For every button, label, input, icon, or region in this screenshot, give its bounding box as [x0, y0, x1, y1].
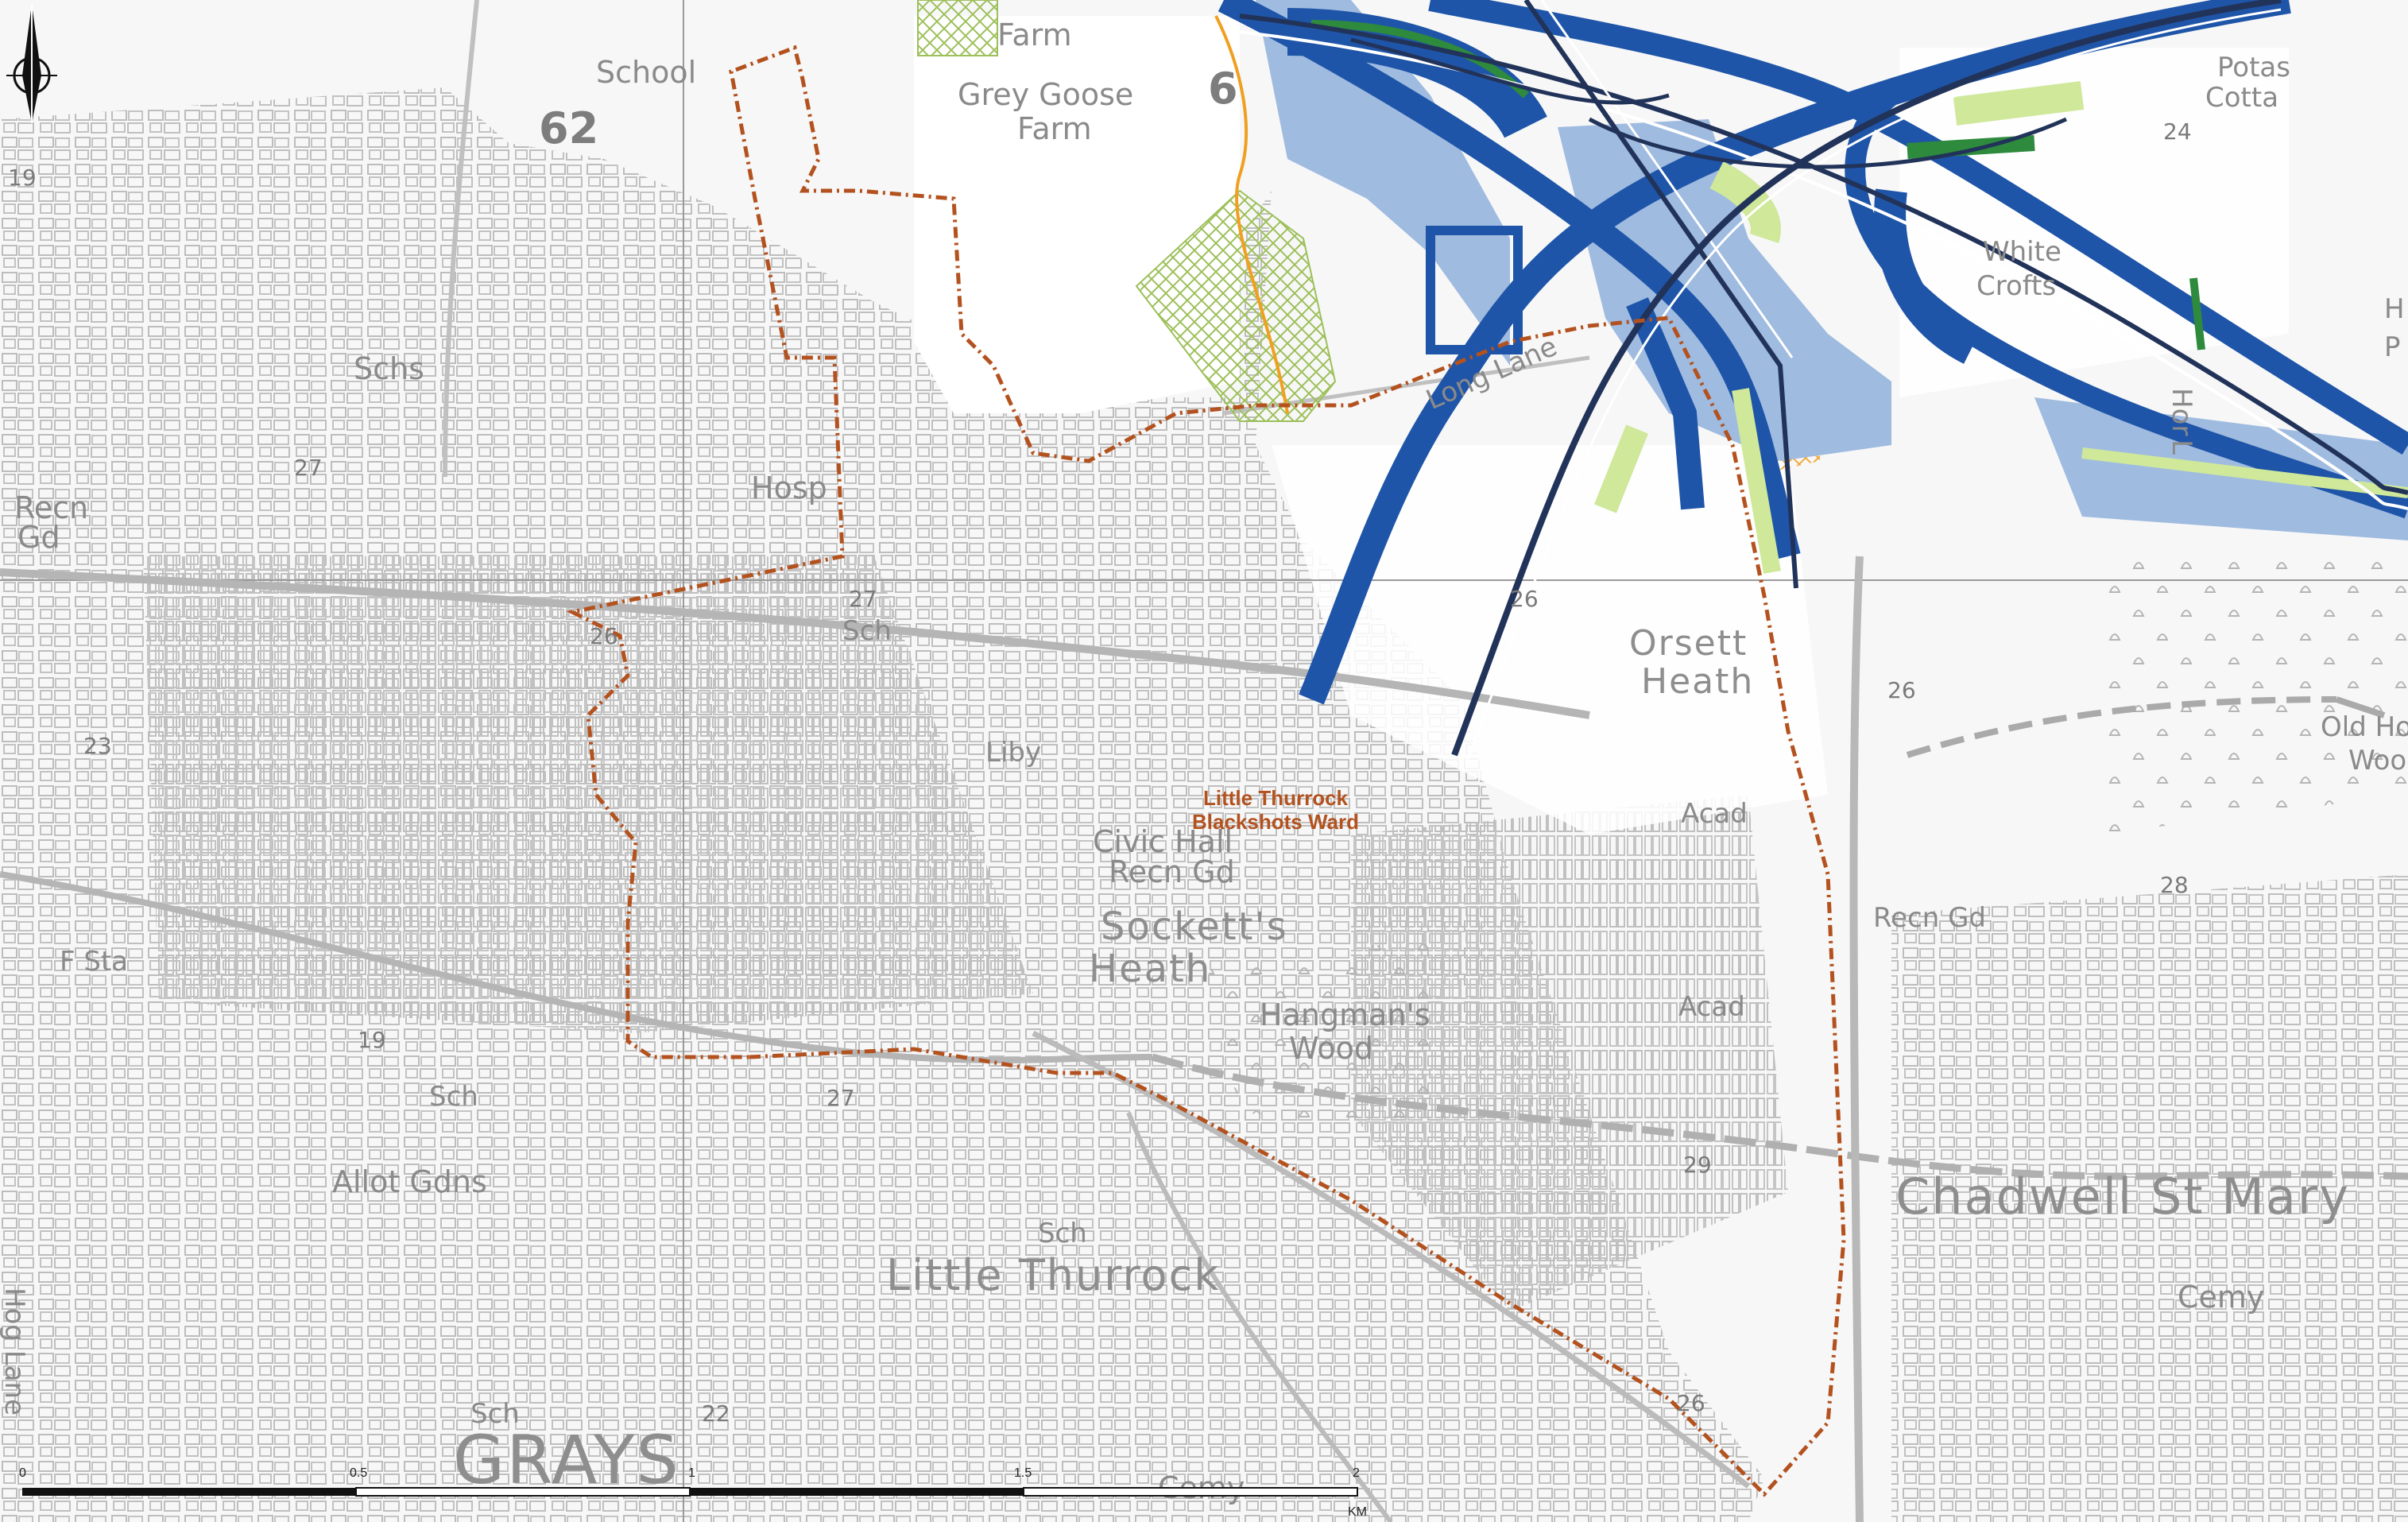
spot-height: 22 — [702, 1400, 730, 1427]
scale-tick-0: 0 — [19, 1466, 26, 1480]
place-label-acad-2: Acad — [1678, 991, 1745, 1023]
place-label-recn-gd-east: Recn Gd — [1873, 902, 1986, 934]
place-label-little-thurrock: Little Thurrock — [886, 1250, 1221, 1300]
place-label-orsett-heath: Heath — [1641, 661, 1755, 702]
place-label-allot-gdns: Allot Gdns — [332, 1164, 487, 1199]
place-label-hangmans-wood: Wood — [1289, 1031, 1373, 1066]
spot-height: 27 — [294, 455, 323, 481]
scale-tick-0-5: 0.5 — [350, 1466, 368, 1480]
place-label-old-house: Old House — [2321, 711, 2408, 743]
place-label-liby: Liby — [985, 737, 1042, 769]
place-label-cemy-right: Cemy — [2178, 1280, 2265, 1315]
spot-height: 24 — [2163, 118, 2192, 145]
grid-number-62: 62 — [539, 103, 599, 153]
place-label-school: School — [596, 55, 697, 90]
road-label-hog-lane: Hog Lane — [0, 1288, 30, 1416]
place-label-sch-grays: Sch — [470, 1398, 520, 1430]
place-label-chadwell-st-mary: Chadwell St Mary — [1895, 1168, 2350, 1226]
place-label-white: White — [1983, 236, 2062, 268]
spot-height: 26 — [590, 623, 618, 649]
place-label-socketts-heath: Heath — [1089, 947, 1212, 991]
spot-height: 26 — [1677, 1390, 1705, 1416]
place-label-civic-hall: Civic Hall — [1093, 824, 1233, 859]
place-label-white-crofts: Crofts — [1976, 270, 2057, 302]
place-label-potash: Potas — [2217, 52, 2290, 83]
spot-height: 27 — [849, 586, 877, 612]
place-label-hangmans: Hangman's — [1260, 997, 1430, 1032]
place-label-h: H — [2384, 293, 2405, 325]
scale-tick-2: 2 — [1353, 1466, 1360, 1480]
road-label-hor: Hor — [2166, 388, 2197, 436]
place-label-sch-19: Sch — [429, 1081, 478, 1113]
place-label-recn: Recn — [14, 490, 89, 525]
place-label-grey-goose-farm: Farm — [1017, 111, 1092, 146]
scale-tick-1: 1 — [688, 1466, 695, 1480]
north-arrow-icon — [6, 4, 57, 123]
place-label-grays: GRAYS — [453, 1421, 680, 1499]
place-label-sch: Sch — [842, 615, 892, 647]
grid-number-6: 6 — [1208, 64, 1238, 114]
spot-height: 19 — [358, 1027, 386, 1053]
place-label-socketts: Sockett's — [1101, 904, 1288, 949]
place-label-recn-gd-centre: Recn Gd — [1109, 854, 1235, 889]
spot-height: 26 — [1887, 677, 1916, 703]
place-label-f-sta: F Sta — [60, 946, 129, 978]
place-label-hosp: Hosp — [751, 471, 827, 505]
spot-height: 29 — [1683, 1152, 1712, 1178]
ward-label-line-1: Little Thurrock — [1202, 786, 1348, 810]
ward-label: Little Thurrock Blackshots Ward — [1192, 786, 1359, 835]
place-label-potash-cottages: Cotta — [2205, 82, 2279, 114]
spot-height: 27 — [827, 1085, 855, 1111]
place-label-acad-1: Acad — [1681, 798, 1748, 830]
scale-tick-1-5: 1.5 — [1014, 1466, 1032, 1480]
place-label-orsett: Orsett — [1629, 623, 1748, 664]
place-label-recn-gd: Gd — [17, 520, 60, 555]
place-label-old-house-wood: Wood — [2348, 745, 2408, 776]
scale-bar — [22, 1487, 1358, 1497]
spot-height: 19 — [8, 165, 37, 191]
place-label-grey-goose: Grey Goose — [958, 77, 1134, 112]
spot-height: 23 — [83, 733, 112, 759]
place-label-p: P — [2384, 331, 2401, 363]
road-label-l: L — [2166, 440, 2197, 455]
spot-height: 26 — [1510, 586, 1539, 612]
scale-unit: KM — [1348, 1505, 1367, 1519]
place-label-farm: Farm — [997, 17, 1072, 52]
place-label-schs: Schs — [354, 351, 424, 386]
place-label-sch-little: Sch — [1038, 1218, 1087, 1249]
ward-label-line-2: Blackshots Ward — [1192, 809, 1359, 834]
spot-height: 28 — [2160, 872, 2189, 898]
